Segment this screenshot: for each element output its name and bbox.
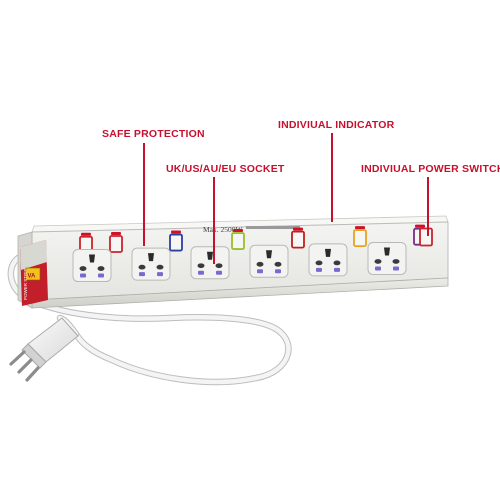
mains-plug	[9, 317, 79, 382]
socket-earth-hole	[207, 251, 213, 260]
indicator-light	[415, 224, 425, 228]
socket-shutter	[375, 266, 381, 271]
max-rating-label: Max. 2500W	[203, 225, 243, 234]
socket-shutter	[393, 266, 399, 271]
rocker-switch	[109, 235, 123, 253]
universal-socket	[367, 241, 407, 275]
rating-fineprint	[246, 226, 300, 229]
socket-shutter	[139, 272, 145, 277]
socket-pin-hole	[392, 259, 400, 264]
callout-safe-protection: SAFE PROTECTION	[102, 128, 205, 140]
plug-pin	[25, 366, 40, 382]
socket-earth-hole	[89, 254, 95, 263]
indicator-light	[171, 230, 181, 234]
indicator-light	[355, 226, 365, 230]
rocker-switch	[291, 230, 305, 249]
socket-shutter	[316, 267, 322, 272]
socket-shutter	[198, 270, 204, 275]
socket-shutter	[216, 270, 222, 275]
callout-individual-power-switch: INDIVIUAL POWER SWITCH	[361, 163, 500, 175]
indicator-light	[293, 227, 303, 231]
rocker-switch	[419, 227, 433, 247]
rocker-switch	[353, 229, 367, 248]
socket-earth-hole	[325, 248, 331, 257]
callout-leaders	[143, 133, 429, 264]
plug-pin	[17, 358, 33, 374]
callout-socket-type: UK/US/AU/EU SOCKET	[166, 163, 285, 175]
indicator-light	[111, 231, 121, 235]
universal-socket	[131, 247, 171, 281]
socket-pin-hole	[156, 264, 164, 270]
socket-shutter	[275, 269, 281, 274]
universal-socket	[249, 244, 289, 278]
socket-earth-hole	[148, 253, 154, 262]
universal-socket	[308, 243, 348, 277]
socket-pin-hole	[256, 261, 264, 267]
indicator-light	[233, 229, 243, 233]
plug-pin	[9, 350, 26, 366]
socket-shutter	[157, 272, 163, 277]
socket-pin-hole	[79, 266, 87, 271]
rocker-switch	[169, 233, 183, 252]
socket-pin-hole	[215, 263, 223, 269]
socket-pin-hole	[315, 260, 323, 266]
socket-earth-hole	[384, 247, 390, 256]
strip-body	[17, 215, 449, 309]
strip-parts	[72, 224, 433, 283]
socket-pin-hole	[374, 259, 382, 264]
socket-shutter	[257, 269, 263, 274]
socket-earth-hole	[266, 250, 272, 259]
socket-pin-hole	[138, 264, 146, 270]
brand-logo-text: VA	[28, 274, 37, 280]
rocker-switch	[231, 232, 245, 250]
universal-socket	[72, 249, 112, 283]
socket-shutter	[80, 273, 86, 278]
end-label-text: POWER STRIP	[23, 268, 28, 300]
socket-pin-hole	[97, 266, 105, 271]
brand-logo	[25, 267, 41, 281]
callout-individual-indicator: INDIVIUAL INDICATOR	[278, 119, 395, 131]
socket-pin-hole	[197, 263, 205, 269]
socket-pin-hole	[274, 261, 282, 267]
socket-shutter	[334, 267, 340, 272]
universal-socket	[190, 246, 230, 280]
socket-shutter	[98, 273, 104, 278]
socket-pin-hole	[333, 260, 341, 266]
indicator-light	[81, 232, 91, 236]
